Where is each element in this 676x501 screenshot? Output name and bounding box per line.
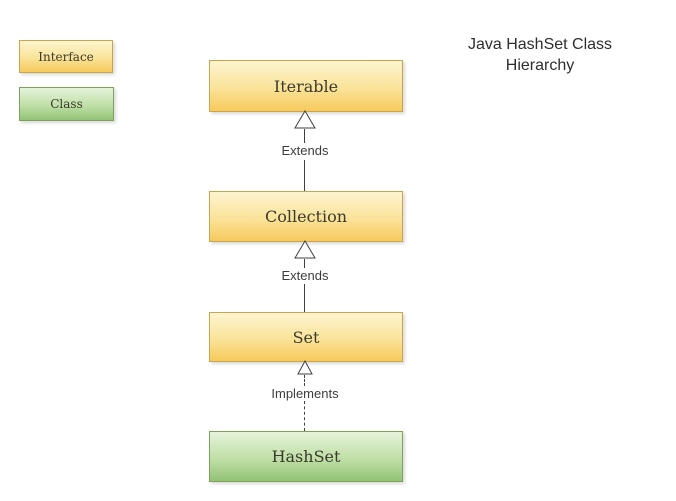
node-hashset-label: HashSet: [271, 447, 341, 466]
edge-line-extends-1: [304, 129, 305, 144]
page-title: Java HashSet Class Hierarchy: [467, 36, 613, 74]
node-collection-label: Collection: [264, 207, 348, 226]
node-collection: Collection: [209, 191, 403, 242]
node-iterable: Iterable: [209, 60, 403, 112]
node-iterable-label: Iterable: [273, 76, 339, 96]
legend-interface-label: Interface: [38, 49, 94, 64]
edge-line-implements: [304, 375, 305, 386]
implements-arrowhead-icon: [297, 360, 313, 375]
node-set: Set: [209, 312, 403, 362]
node-hashset: HashSet: [209, 431, 403, 482]
edge-line-extends-1: [304, 160, 305, 191]
legend-interface-box: Interface: [19, 40, 113, 73]
edge-label-extends-1: Extends: [255, 143, 355, 158]
node-set-label: Set: [292, 327, 320, 347]
edge-line-extends-2: [304, 259, 305, 269]
legend-class-label: Class: [50, 97, 83, 111]
edge-line-implements: [304, 401, 305, 431]
edge-line-extends-2: [304, 284, 305, 312]
edge-label-extends-2: Extends: [255, 268, 355, 283]
extends-arrowhead-icon: [294, 240, 316, 259]
edge-label-implements: Implements: [255, 386, 355, 401]
extends-arrowhead-icon: [294, 110, 316, 129]
legend-class-box: Class: [19, 87, 114, 121]
